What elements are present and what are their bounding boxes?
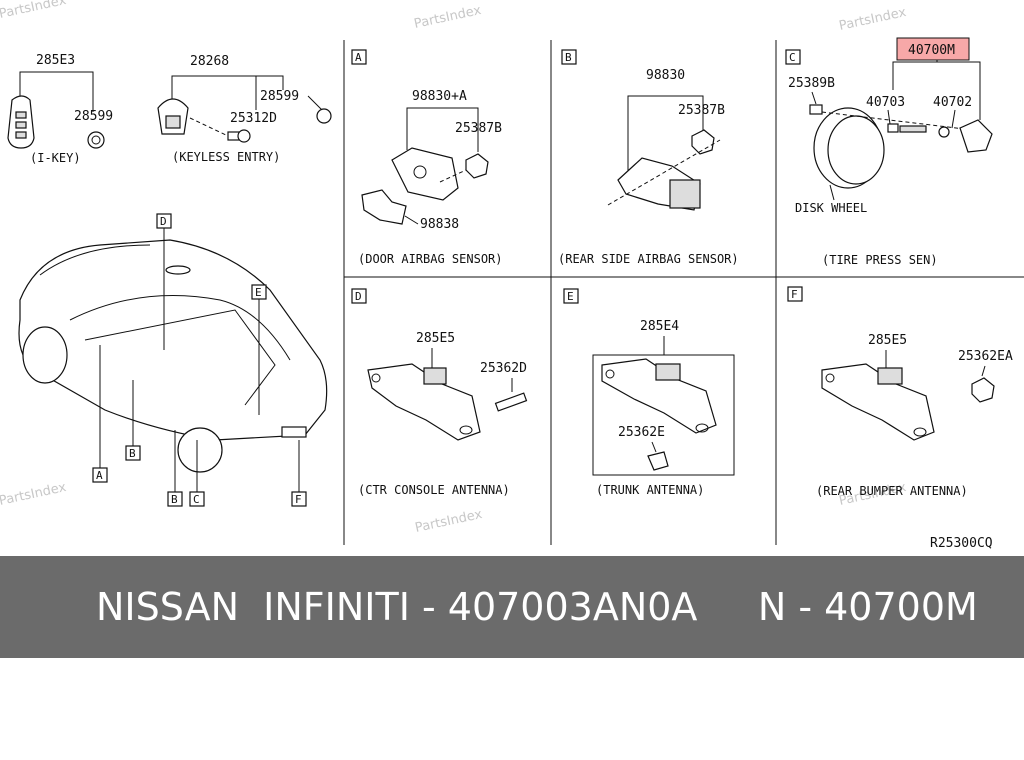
- watermark: PartsIndex: [0, 480, 68, 509]
- car-label[interactable]: C: [193, 493, 200, 506]
- highlight-box-40700M: [896, 37, 970, 61]
- part-number-98830[interactable]: 98830: [646, 68, 685, 83]
- car-label[interactable]: A: [96, 469, 103, 482]
- part-number-25389B[interactable]: 25389B: [788, 76, 835, 91]
- part-number-40702[interactable]: 40702: [933, 95, 972, 110]
- part-number-285E4[interactable]: 285E4: [640, 319, 679, 334]
- caption-keyless-entry: (KEYLESS ENTRY): [172, 150, 280, 164]
- watermark: PartsIndex: [413, 3, 483, 32]
- caption-door-airbag-sensor: (DOOR AIRBAG SENSOR): [358, 252, 503, 266]
- part-number-28599[interactable]: 28599: [260, 89, 299, 104]
- section-label-d[interactable]: D: [355, 290, 362, 303]
- section-label-c[interactable]: C: [789, 51, 796, 64]
- tire-pressure-sensor: [959, 119, 993, 153]
- part-number-25387B[interactable]: 25387B: [678, 103, 725, 118]
- caption-rear-bumper-antenna: (REAR BUMPER ANTENNA): [816, 484, 968, 498]
- nut: [971, 377, 995, 403]
- section-grid: [343, 40, 1024, 545]
- part-number-40700M[interactable]: 40700M: [908, 43, 955, 58]
- part-number-40703[interactable]: 40703: [866, 95, 905, 110]
- part-number-285E5[interactable]: 285E5: [416, 331, 455, 346]
- part-number-28599[interactable]: 28599: [74, 109, 113, 124]
- part-number-28268[interactable]: 28268: [190, 54, 229, 69]
- part-number-25362D[interactable]: 25362D: [480, 361, 527, 376]
- wheel-label: DISK WHEEL: [795, 201, 867, 215]
- footer-part-text: NISSAN INFINITI - 407003AN0A N - 40700M: [96, 585, 978, 629]
- drawing-code: R25300CQ: [930, 536, 993, 551]
- door-airbag-sensor: [391, 147, 459, 201]
- section-f: F 285E5 25362EA (REAR BUMPER ANTENNA): [787, 286, 1013, 498]
- part-number-98830A[interactable]: 98830+A: [412, 89, 467, 104]
- nut: [465, 153, 489, 179]
- bolt: [494, 392, 528, 412]
- part-number-25362E[interactable]: 25362E: [618, 425, 665, 440]
- car-overview: D E A B B C F: [18, 213, 328, 507]
- section-label-e[interactable]: E: [567, 290, 574, 303]
- part-number-25362EA[interactable]: 25362EA: [958, 349, 1013, 364]
- caption-ikey: (I-KEY): [30, 151, 81, 165]
- section-d: D 285E5 25362D (CTR CONSOLE ANTENNA): [351, 288, 528, 497]
- valve-stem: [887, 123, 899, 133]
- caption-rear-side-airbag-sensor: (REAR SIDE AIRBAG SENSOR): [558, 252, 739, 266]
- watermark: PartsIndex: [0, 0, 68, 22]
- car-label[interactable]: B: [171, 493, 178, 506]
- part-number-98838[interactable]: 98838: [420, 217, 459, 232]
- clip: [647, 451, 669, 471]
- valve-cap: [809, 104, 823, 115]
- section-label-b[interactable]: B: [565, 51, 572, 64]
- footer-bar: NISSAN INFINITI - 407003AN0A N - 40700M: [0, 556, 1024, 658]
- caption-trunk-antenna: (TRUNK ANTENNA): [596, 483, 704, 497]
- watermark: PartsIndex: [838, 5, 908, 34]
- section-c: C 40700M 25389B 40703 40702 DISK WHEEL (…: [785, 37, 993, 267]
- keyless-group: 28268 25312D 28599 (KEYLESS ENTRY): [157, 54, 332, 164]
- section-e: E 285E4 25362E (TRUNK ANTENNA): [563, 288, 735, 497]
- coin-battery: [87, 131, 105, 149]
- part-number-25312D[interactable]: 25312D: [230, 111, 277, 126]
- car-label[interactable]: B: [129, 447, 136, 460]
- coin-battery: [316, 108, 332, 124]
- bracket: [361, 189, 407, 225]
- car-label[interactable]: D: [160, 215, 167, 228]
- car-label[interactable]: E: [255, 286, 262, 299]
- part-number-285E5[interactable]: 285E5: [868, 333, 907, 348]
- parts-diagram: PartsIndex PartsIndex PartsIndex PartsIn…: [0, 0, 1024, 551]
- caption-ctr-console-antenna: (CTR CONSOLE ANTENNA): [358, 483, 510, 497]
- section-label-f[interactable]: F: [791, 288, 798, 301]
- ikey-group: 285E3 28599 (I-KEY): [7, 53, 113, 165]
- part-number-285E3[interactable]: 285E3: [36, 53, 75, 68]
- section-a: A 98830+A 25387B 98838 (DOOR AIRBAG SENS…: [351, 49, 503, 266]
- nut: [691, 129, 715, 155]
- section-b: B 98830 25387B (REAR SIDE AIRBAG SENSOR): [558, 49, 739, 266]
- caption-tire-press-sen: (TIRE PRESS SEN): [822, 253, 938, 267]
- part-number-25387B[interactable]: 25387B: [455, 121, 502, 136]
- watermark: PartsIndex: [414, 507, 484, 536]
- section-label-a[interactable]: A: [355, 51, 362, 64]
- car-label[interactable]: F: [295, 493, 302, 506]
